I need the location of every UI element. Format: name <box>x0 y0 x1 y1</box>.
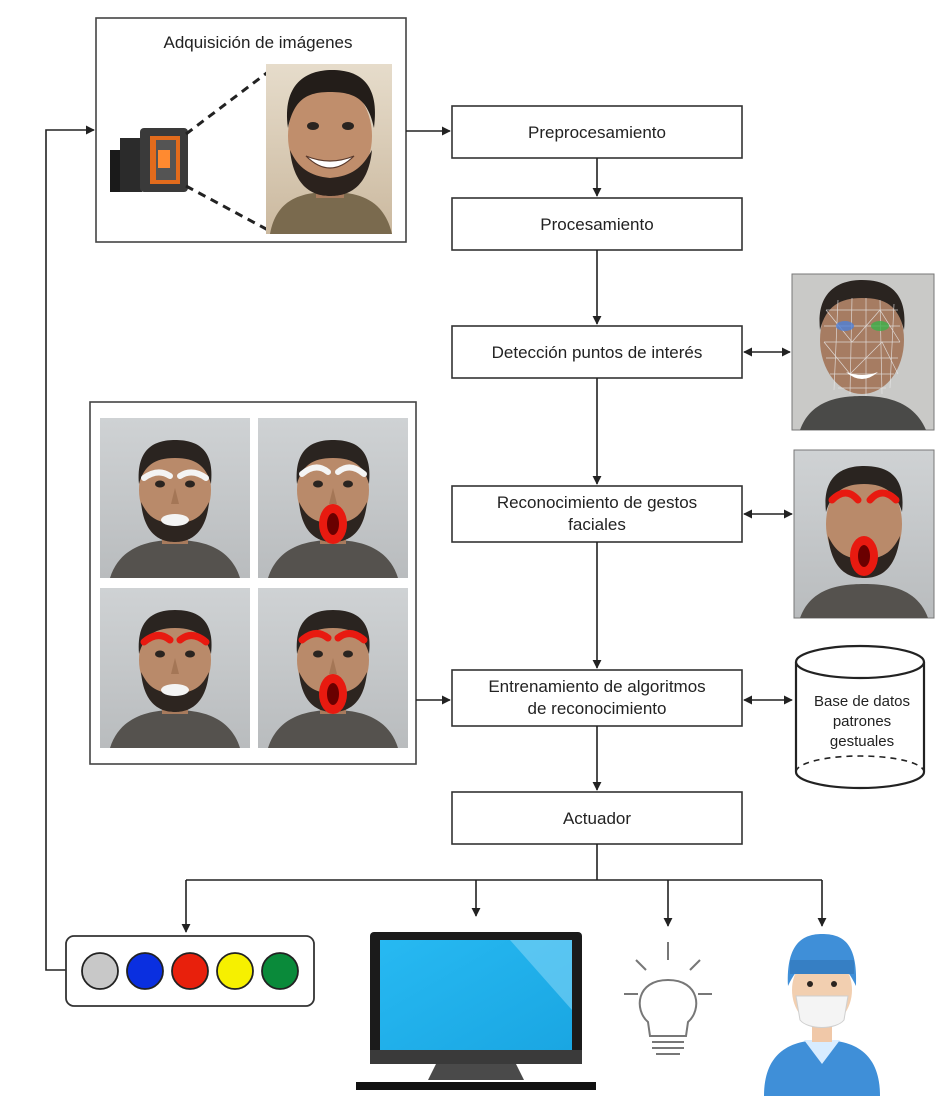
recognition-label-line2: faciales <box>568 515 626 534</box>
training-photo <box>100 588 250 748</box>
database-label-line1: Base de datos <box>814 693 910 710</box>
gesture-photo <box>793 449 935 619</box>
training-photo <box>258 418 408 578</box>
camera-view-line <box>185 184 269 232</box>
training-photo <box>258 588 408 748</box>
actuator-label: Actuador <box>563 809 631 828</box>
training-label-line1: Entrenamiento de algoritmos <box>488 677 705 696</box>
training-label-line2: de reconocimiento <box>528 699 667 718</box>
light-bulb-icon <box>624 942 712 1055</box>
database-icon <box>794 644 926 790</box>
detection-label: Detección puntos de interés <box>492 343 703 362</box>
database-label-line2: patrones <box>833 713 891 730</box>
color-button-yellow[interactable] <box>216 952 254 990</box>
landmark-mesh-photo <box>791 273 935 431</box>
acquisition-title: Adquisición de imágenes <box>163 33 352 52</box>
color-button-blue[interactable] <box>126 952 164 990</box>
doctor-icon <box>764 934 880 1096</box>
recognition-box <box>451 485 743 543</box>
color-button-red[interactable] <box>171 952 209 990</box>
camera-view-line <box>185 70 269 136</box>
camera-icon <box>110 128 188 192</box>
preprocessing-label: Preprocesamiento <box>528 123 666 142</box>
processing-label: Procesamiento <box>540 215 653 234</box>
subject-photo <box>266 64 392 234</box>
training-box <box>451 669 743 727</box>
color-button-gray[interactable] <box>81 952 119 990</box>
database-label-line3: gestuales <box>830 733 894 750</box>
preprocessing-box <box>451 105 743 159</box>
color-button-green[interactable] <box>261 952 299 990</box>
feedback-arrow <box>45 125 95 971</box>
monitor-icon <box>356 932 596 1090</box>
training-photo <box>100 418 250 578</box>
recognition-label-line1: Reconocimiento de gestos <box>497 493 697 512</box>
actuator-box <box>451 791 743 845</box>
color-buttons <box>81 952 299 990</box>
